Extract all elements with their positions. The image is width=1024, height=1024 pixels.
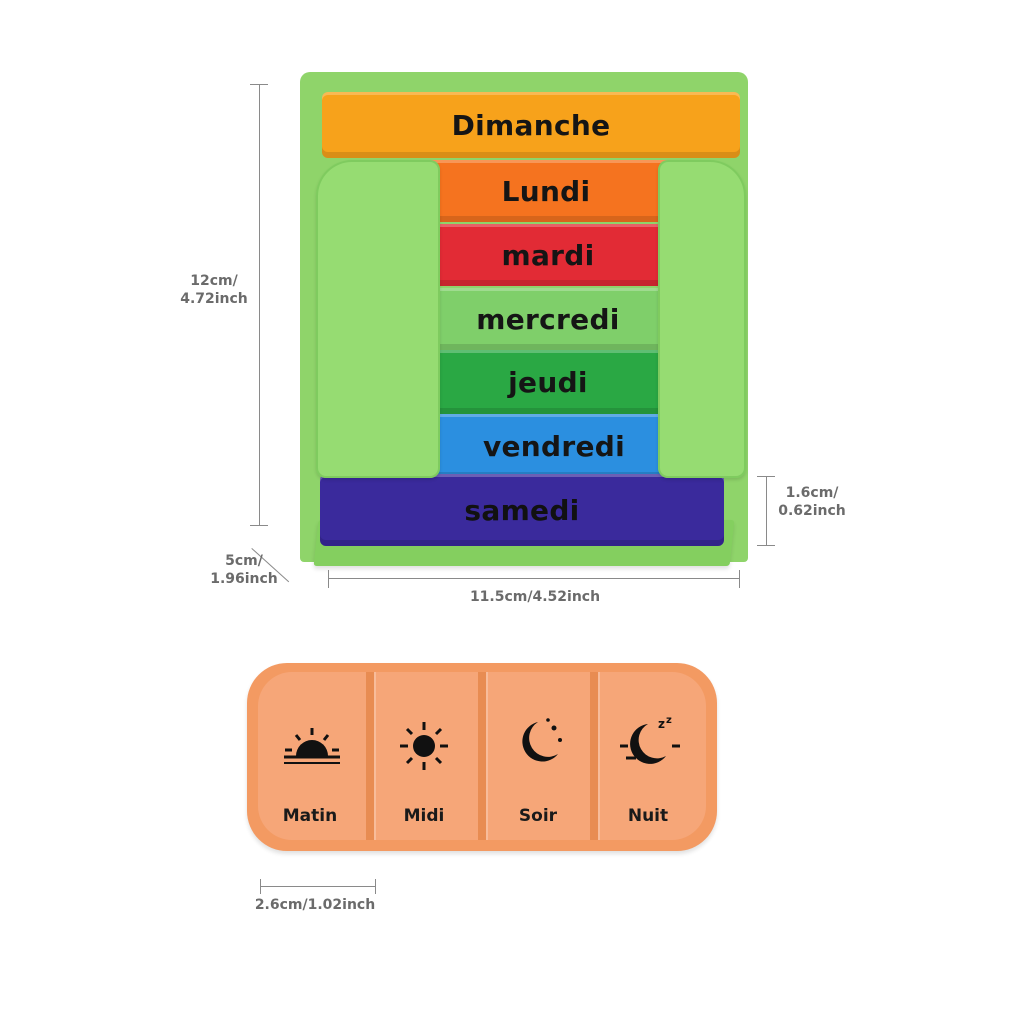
drawer-label: Dimanche (451, 108, 611, 142)
drawer-height-label: 1.6cm/ 0.62inch (778, 485, 846, 519)
frame-side-panel-right (658, 160, 746, 478)
drawer-dimanche[interactable]: Dimanche (322, 92, 740, 158)
depth-label: 5cm/ 1.96inch (210, 553, 278, 587)
compartment-label-midi: Midi (403, 806, 445, 826)
drawer-label: mercredi (476, 302, 620, 336)
svg-text:z: z (666, 715, 672, 726)
compartment-divider (478, 672, 486, 840)
frame-side-panel-left (316, 160, 440, 478)
drawer-lundi[interactable]: Lundi (400, 160, 692, 222)
drawer-vendredi[interactable]: vendredi (404, 414, 704, 478)
moon-stars-icon (522, 718, 562, 762)
compartment-label-soir: Soir (518, 806, 558, 826)
compartment-label-nuit: Nuit (627, 806, 669, 826)
height-label: 12cm/ 4.72inch (180, 273, 248, 307)
sunrise-icon (284, 728, 340, 764)
drawer-label: vendredi (482, 429, 626, 463)
drawer-label: samedi (464, 493, 580, 527)
drawer-label: Lundi (501, 174, 591, 208)
compartment-width-label: 2.6cm/1.02inch (254, 897, 376, 913)
moon-sleep-icon: z z (620, 715, 680, 764)
drawer-mardi[interactable]: mardi (404, 224, 692, 286)
compartment-label-matin: Matin (282, 806, 338, 826)
drawer-label: mardi (501, 238, 595, 272)
drawer-samedi[interactable]: samedi (320, 474, 724, 546)
drawer-jeudi[interactable]: jeudi (404, 350, 692, 414)
sun-icon (400, 722, 448, 770)
drawer-label: jeudi (508, 365, 588, 399)
svg-text:z: z (658, 717, 665, 731)
width-label: 11.5cm/4.52inch (469, 589, 601, 605)
drawer-mercredi[interactable]: mercredi (404, 288, 692, 350)
compartment-divider (590, 672, 598, 840)
compartment-divider (366, 672, 374, 840)
